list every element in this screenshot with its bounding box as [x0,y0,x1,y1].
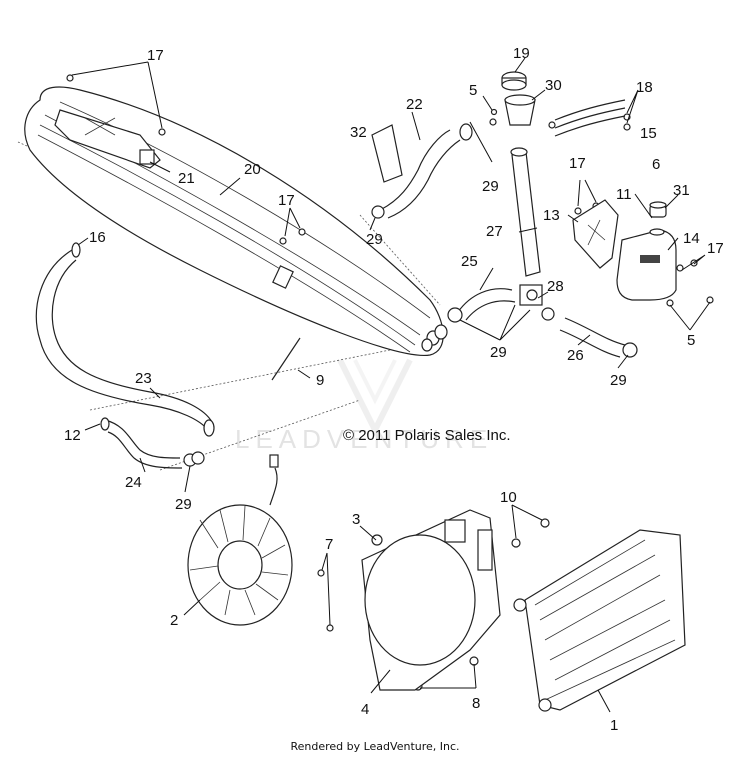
callout-2: 2 [170,612,178,629]
callout-6: 6 [652,156,660,173]
reservoir-cap [649,201,667,236]
callout-numbers: 17 21 20 17 16 23 12 24 29 9 32 29 22 5 … [64,45,724,734]
callout-26: 26 [567,347,584,364]
callout-23: 23 [135,370,152,387]
long-coolant-hose [35,242,215,437]
callout-9: 9 [316,372,324,389]
filler-neck-and-cap [501,71,536,126]
callout-18: 18 [636,79,653,96]
callout-21: 21 [178,170,195,187]
watermark-logo [337,358,413,437]
tube-clip-bracket [54,109,161,169]
coolant-reservoir [616,229,677,301]
callout-15: 15 [640,125,657,142]
callout-25: 25 [461,253,478,270]
callout-28: 28 [547,278,564,295]
callout-17: 17 [707,240,724,257]
callout-11: 11 [616,186,632,203]
callout-10: 10 [500,489,517,506]
callout-4: 4 [361,701,369,718]
overflow-tubes [554,99,626,137]
callout-16: 16 [89,229,106,246]
callout-8: 8 [472,695,480,712]
cooling-fan [187,454,293,626]
copyright-notice: © 2011 Polaris Sales Inc. [343,427,511,444]
callout-32: 32 [350,124,367,141]
radiator [513,529,686,712]
callout-20: 20 [244,161,261,178]
callout-1: 1 [610,717,618,734]
upper-radiator-hose [371,123,473,219]
callout-3: 3 [352,511,360,528]
callout-27: 27 [486,223,503,240]
fan-shroud [361,509,501,691]
callout-19: 19 [513,45,530,62]
callout-5: 5 [687,332,695,349]
callout-5: 5 [469,82,477,99]
cable-tie [271,337,301,381]
fasteners [66,74,714,691]
callout-29: 29 [482,178,499,195]
callout-31: 31 [673,182,690,199]
lower-hose-assembly [447,284,638,358]
callout-29: 29 [366,231,383,248]
callout-12: 12 [64,427,81,444]
callout-13: 13 [543,207,560,224]
callout-29: 29 [490,344,507,361]
leader-lines [71,57,711,713]
callout-17: 17 [278,192,295,209]
fill-neck-pipe [510,147,541,277]
reservoir-bracket [572,199,619,269]
callout-7: 7 [325,536,333,553]
callout-17: 17 [147,47,164,64]
callout-14: 14 [683,230,700,247]
callout-29: 29 [175,496,192,513]
callout-24: 24 [125,474,142,491]
callout-22: 22 [406,96,423,113]
footer-credit: Rendered by LeadVenture, Inc. [290,740,460,753]
corrugated-sleeve [371,124,403,183]
callout-30: 30 [545,77,562,94]
callout-17: 17 [569,155,586,172]
short-hose-24 [100,417,205,469]
callout-29: 29 [610,372,627,389]
